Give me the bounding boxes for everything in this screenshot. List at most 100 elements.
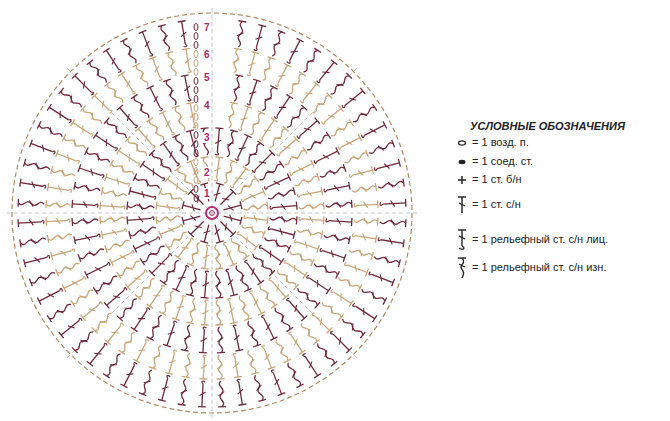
stitch xyxy=(29,140,55,155)
stitch xyxy=(117,147,140,165)
stitch xyxy=(117,261,140,278)
stitch xyxy=(270,216,297,224)
stitch xyxy=(140,246,164,265)
chain-stitch xyxy=(194,132,198,139)
stitch xyxy=(260,285,277,308)
stitch xyxy=(146,118,163,141)
stitch xyxy=(74,234,100,244)
legend-symbol xyxy=(458,258,466,278)
legend-symbol xyxy=(458,230,466,249)
stitch xyxy=(244,202,268,210)
stitch xyxy=(339,277,362,291)
legend-symbol xyxy=(459,160,466,164)
stitch xyxy=(269,278,289,300)
legend-symbol xyxy=(459,141,466,145)
stitch xyxy=(127,202,154,210)
stitch xyxy=(46,218,70,226)
stitch xyxy=(188,221,204,237)
stitch xyxy=(275,63,291,86)
stitch xyxy=(172,296,185,321)
stitch xyxy=(215,128,223,155)
stitch xyxy=(290,160,314,175)
stitch xyxy=(56,263,80,276)
row-number: 4 xyxy=(203,100,211,111)
stitch xyxy=(254,25,266,51)
stitch xyxy=(239,295,252,320)
stitch xyxy=(369,140,395,154)
stitch xyxy=(331,73,352,94)
stitch xyxy=(265,173,291,189)
stitch xyxy=(295,239,320,252)
stitch xyxy=(331,119,353,136)
stitch xyxy=(182,353,191,377)
guide-lines xyxy=(7,8,417,418)
chain-stitch xyxy=(194,24,198,31)
stitch xyxy=(322,105,344,124)
chain-stitch xyxy=(194,123,198,130)
stitch xyxy=(163,321,177,347)
stitch xyxy=(237,176,258,194)
stitch xyxy=(255,375,266,401)
stitch xyxy=(159,188,183,201)
stitch xyxy=(139,370,152,396)
chain-column xyxy=(194,24,198,202)
stitch xyxy=(172,106,185,131)
stitch xyxy=(163,79,176,105)
chain-stitch xyxy=(194,51,198,58)
stitch xyxy=(248,321,261,347)
stitch xyxy=(100,202,125,210)
stitch xyxy=(290,251,314,266)
stitch xyxy=(133,173,159,188)
stitch xyxy=(131,94,149,118)
stitch xyxy=(265,238,291,253)
stitch xyxy=(224,201,242,210)
stitch xyxy=(244,215,268,224)
stitch xyxy=(139,30,153,56)
stitch xyxy=(303,354,321,378)
stitch xyxy=(200,225,210,243)
stitch xyxy=(120,363,137,388)
stitch xyxy=(182,216,200,225)
stitch xyxy=(320,164,346,177)
stitch xyxy=(317,60,337,83)
stitch xyxy=(103,354,121,378)
stitch xyxy=(237,232,259,251)
stitch xyxy=(198,381,206,407)
stitch xyxy=(318,344,337,367)
chain-stitch xyxy=(194,87,198,94)
stitch xyxy=(378,179,404,188)
stitch xyxy=(220,189,236,205)
stitch xyxy=(274,94,293,118)
stitch xyxy=(270,202,297,210)
stitch xyxy=(24,159,50,170)
stitch xyxy=(165,176,187,195)
stitch xyxy=(380,219,406,227)
legend-symbol xyxy=(458,176,466,184)
stitches xyxy=(18,21,406,407)
stitch xyxy=(380,199,406,207)
stitch xyxy=(201,245,210,269)
stitch xyxy=(104,288,127,309)
stitch xyxy=(218,381,226,407)
stitch xyxy=(331,289,353,307)
stitch xyxy=(353,233,377,243)
stitch xyxy=(72,73,94,95)
stitch xyxy=(149,57,162,81)
stitch xyxy=(156,202,180,211)
stitch xyxy=(87,60,106,83)
stitch xyxy=(129,227,156,239)
stitch xyxy=(277,270,298,289)
row-number: 5 xyxy=(203,72,211,83)
stitch xyxy=(307,132,331,150)
chain-stitch xyxy=(194,42,198,49)
stitch xyxy=(135,126,155,148)
stitch xyxy=(24,255,50,267)
stitch xyxy=(181,75,191,101)
stitch xyxy=(199,355,207,379)
stitch xyxy=(186,130,198,157)
stitch xyxy=(331,331,353,353)
chain-stitch xyxy=(194,150,198,157)
stitch xyxy=(324,182,350,192)
stitch xyxy=(298,288,320,308)
